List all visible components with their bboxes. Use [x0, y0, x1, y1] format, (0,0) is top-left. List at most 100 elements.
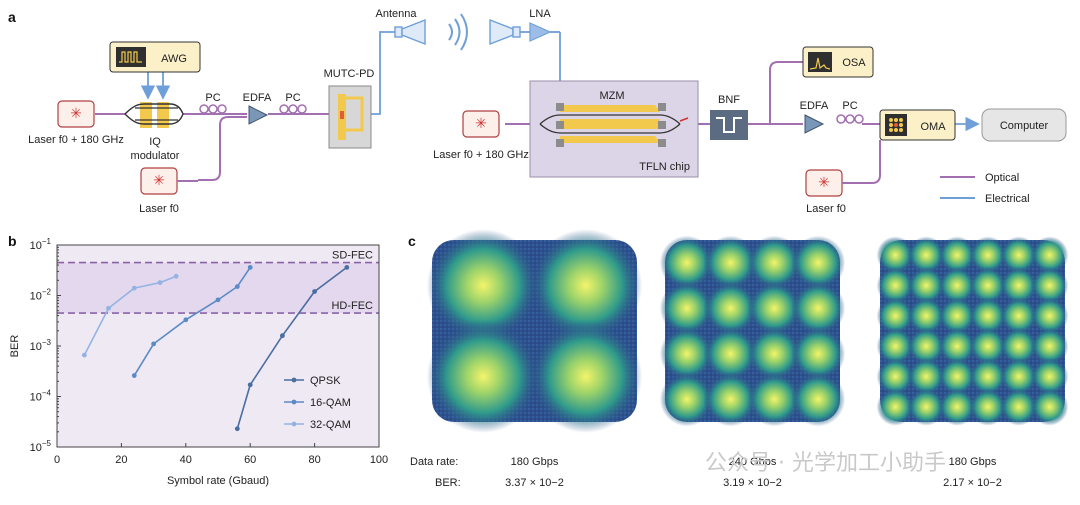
x-axis-label: Symbol rate (Gbaud)	[167, 475, 269, 487]
panel-b-label: b	[8, 233, 17, 249]
pc-2-label: PC	[285, 92, 300, 104]
laser-2-icon: ✳	[153, 172, 165, 188]
constellation-symbol	[999, 388, 1038, 426]
laser-1-icon: ✳	[70, 105, 82, 121]
series-point	[131, 373, 137, 378]
lna-label: LNA	[529, 8, 551, 20]
legend-marker	[291, 399, 297, 405]
constellation-symbol	[1030, 388, 1069, 426]
panel-c-label: c	[408, 233, 416, 249]
x-tick-label: 60	[244, 454, 256, 466]
constellation-symbol	[907, 388, 946, 426]
legend-marker	[291, 377, 297, 383]
series-line	[133, 266, 251, 376]
series-point	[312, 289, 317, 294]
legend-label: QPSK	[310, 375, 341, 387]
constellation-symbol	[659, 326, 714, 381]
constellation-4x4	[659, 235, 846, 427]
fec-threshold-label: HD-FEC	[331, 300, 373, 312]
mzm-modulator	[539, 103, 689, 147]
x-tick-label: 40	[180, 454, 192, 466]
constellation-symbol	[907, 236, 946, 274]
constellation-symbol	[659, 281, 714, 336]
constellation-symbol	[999, 357, 1038, 396]
constellation-symbol	[999, 266, 1038, 305]
constellation-symbol	[703, 235, 758, 290]
constellation-symbol	[938, 266, 976, 305]
ber-row-label: BER:	[435, 477, 461, 489]
x-tick-label: 100	[370, 454, 388, 466]
bnf-label: BNF	[718, 94, 740, 106]
constellation-symbol	[529, 229, 643, 342]
oma-label: OMA	[920, 121, 946, 133]
computer-box	[981, 108, 1067, 142]
wireless-waves-icon	[448, 13, 468, 51]
mutc-diode	[340, 111, 344, 119]
laser-4-label: Laser f0	[806, 203, 846, 215]
iq-label-1: IQ	[149, 136, 161, 148]
constellation-symbol	[876, 388, 915, 426]
constellation-symbol	[969, 388, 1007, 426]
constellation-symbol	[907, 357, 946, 396]
y-tick-label: 10−4	[30, 389, 52, 404]
constellation-symbol	[659, 372, 714, 427]
laser-3-box	[462, 110, 500, 138]
edfa-1-label: EDFA	[243, 92, 272, 104]
constellation-ber: 3.19 × 10−2	[723, 477, 782, 489]
mutc-label: MUTC-PD	[324, 68, 375, 80]
constellation-symbol	[999, 297, 1038, 335]
series-point	[131, 285, 137, 291]
series-point	[234, 284, 240, 290]
antenna-label: Antenna	[376, 8, 418, 20]
y-tick-label: 10−1	[30, 237, 52, 252]
iq-label-2: modulator	[131, 150, 180, 162]
pc-3-label: PC	[842, 100, 857, 112]
laser-1-label: Laser f0 + 180 GHz	[28, 134, 124, 146]
constellation-symbol	[791, 281, 846, 336]
constellation-ber: 2.17 × 10−2	[943, 477, 1002, 489]
series-point	[151, 341, 157, 347]
pc-1-coils	[199, 104, 227, 114]
mutc-pd-box	[328, 85, 372, 149]
series-point	[81, 352, 87, 358]
constellation-rate: 180 Gbps	[511, 456, 559, 468]
ber-series	[81, 265, 350, 432]
constellation-symbol	[1030, 266, 1069, 305]
constellation-symbol	[969, 266, 1007, 305]
constellation-symbol	[703, 326, 758, 381]
bnf-notch-icon	[716, 117, 742, 133]
iq-modulator	[124, 102, 184, 128]
constellation-symbol	[747, 235, 802, 290]
awg-label: AWG	[161, 53, 187, 65]
constellation-symbol	[529, 320, 643, 433]
series-point	[344, 265, 350, 270]
constellation-ber: 3.37 × 10−2	[505, 477, 564, 489]
constellation-rate: 180 Gbps	[949, 456, 997, 468]
antenna-rx-icon	[489, 18, 521, 46]
constellation-symbol	[791, 326, 846, 381]
legend-label: 32-QAM	[310, 419, 351, 431]
series-point	[157, 280, 163, 286]
fec-band	[57, 262, 379, 314]
x-tick-label: 0	[54, 454, 60, 466]
laser-3-icon: ✳	[475, 115, 487, 131]
laser-4-icon: ✳	[818, 174, 830, 190]
constellation-symbol	[1030, 297, 1069, 335]
constellation-symbol	[876, 297, 915, 335]
pc-3-coils	[836, 114, 864, 124]
series-point	[106, 305, 111, 311]
constellation-symbol	[969, 327, 1007, 365]
constellation-symbol	[876, 266, 915, 305]
constellation-symbol	[426, 229, 540, 342]
constellation-symbol	[1030, 236, 1069, 274]
x-tick-label: 80	[308, 454, 320, 466]
series-point	[215, 297, 221, 303]
antenna-tx-icon	[394, 18, 426, 46]
lna-amplifier	[529, 22, 552, 42]
x-tick-label: 20	[115, 454, 127, 466]
